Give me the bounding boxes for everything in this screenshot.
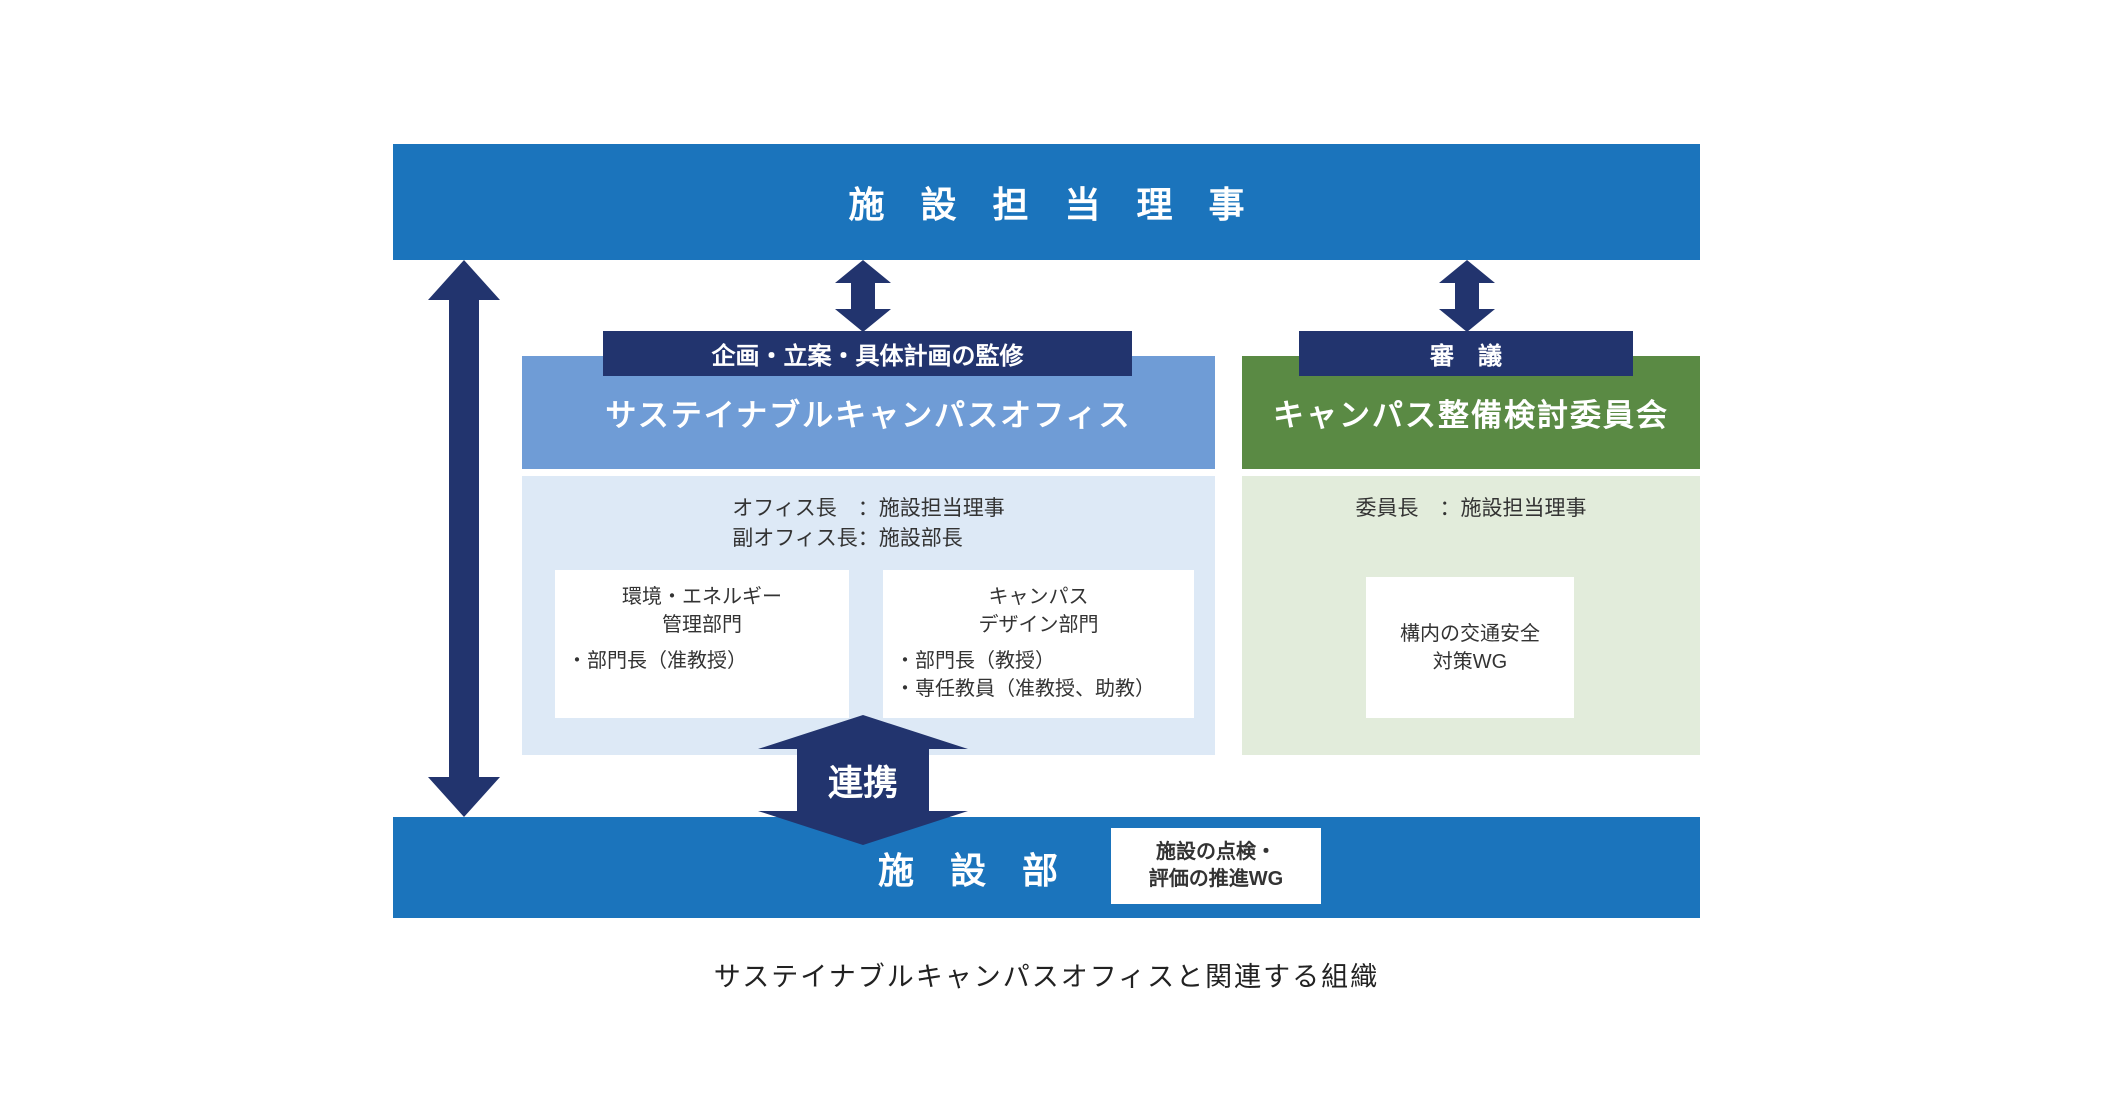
- committee-chair: 委員長 ：施設担当理事: [1356, 494, 1587, 524]
- bottom-bar-label: 施 設 部: [877, 849, 1058, 891]
- dept-design-title-line2: デザイン部門: [978, 614, 1099, 636]
- deliberation-label-box: 審 議: [1299, 331, 1633, 376]
- office-head-line: オフィス長 ：施設担当理事: [732, 497, 1005, 520]
- office-title: サステイナブルキャンパスオフィス: [605, 398, 1132, 433]
- dept-env-member: ・部門長（准教授）: [567, 650, 747, 672]
- dept-design-member-1: ・部門長（教授）: [895, 650, 1055, 672]
- cooperation-label-text: 連携: [827, 763, 898, 803]
- dept-design-box: キャンパス デザイン部門 ・部門長（教授） ・専任教員（准教授、助教）: [883, 570, 1194, 718]
- bottom-bar-label-wrap: 施 設 部: [393, 817, 1543, 918]
- dept-design-title: キャンパス デザイン部門: [883, 570, 1194, 639]
- inspection-wg-line1: 施設の点検・: [1156, 841, 1276, 863]
- traffic-safety-wg-line1: 構内の交通安全: [1400, 622, 1540, 645]
- dept-env-title: 環境・エネルギー 管理部門: [555, 570, 849, 639]
- office-director-double-arrow: [835, 260, 891, 332]
- committee-panel: 委員長 ：施設担当理事 構内の交通安全 対策WG: [1242, 476, 1700, 755]
- dept-design-title-line1: キャンパス: [988, 586, 1089, 608]
- diagram-caption-text: サステイナブルキャンパスオフィスと関連する組織: [713, 962, 1380, 992]
- dept-env-box: 環境・エネルギー 管理部門 ・部門長（准教授）: [555, 570, 849, 718]
- inspection-wg-box: 施設の点検・ 評価の推進WG: [1111, 828, 1321, 904]
- diagram-caption: サステイナブルキャンパスオフィスと関連する組織: [393, 955, 1700, 994]
- office-panel: オフィス長 ：施設担当理事 副オフィス長：施設部長 環境・エネルギー 管理部門 …: [522, 476, 1215, 755]
- office-deputy-line: 副オフィス長：施設部長: [732, 527, 963, 550]
- cooperation-double-arrow: [758, 715, 968, 845]
- cooperation-label: 連携: [758, 749, 968, 811]
- dept-env-title-line2: 管理部門: [662, 614, 742, 636]
- traffic-safety-wg-box: 構内の交通安全 対策WG: [1366, 577, 1574, 718]
- top-bar-facilities-director: 施 設 担 当 理 事: [393, 144, 1700, 260]
- dept-env-title-line1: 環境・エネルギー: [622, 586, 782, 608]
- committee-director-double-arrow: [1439, 260, 1495, 332]
- top-bar-label: 施 設 担 当 理 事: [848, 184, 1245, 225]
- bottom-bar-facilities-dept: 施 設 部 施設の点検・ 評価の推進WG: [393, 817, 1700, 918]
- inspection-wg-line2: 評価の推進WG: [1148, 868, 1284, 890]
- committee-chair-line: 委員長 ：施設担当理事: [1355, 497, 1587, 520]
- deliberation-label-text: 審 議: [1430, 343, 1502, 370]
- traffic-safety-wg-line2: 対策WG: [1432, 650, 1508, 673]
- supervision-label-box: 企画・立案・具体計画の監修: [603, 331, 1132, 376]
- office-leadership: オフィス長 ：施設担当理事 副オフィス長：施設部長: [732, 494, 1005, 554]
- committee-title: キャンパス整備検討委員会: [1273, 398, 1669, 433]
- dept-design-member-2: ・専任教員（准教授、助教）: [895, 678, 1155, 700]
- left-vertical-double-arrow: [428, 260, 500, 817]
- supervision-label-text: 企画・立案・具体計画の監修: [711, 343, 1024, 370]
